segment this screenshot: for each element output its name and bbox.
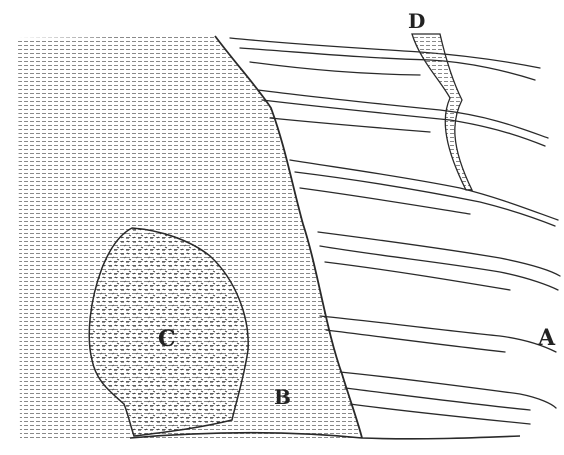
region-d-vein — [412, 34, 472, 190]
label-c: C — [158, 326, 176, 352]
label-a: A — [537, 325, 556, 351]
label-b: B — [274, 385, 291, 409]
label-d: D — [408, 9, 425, 33]
